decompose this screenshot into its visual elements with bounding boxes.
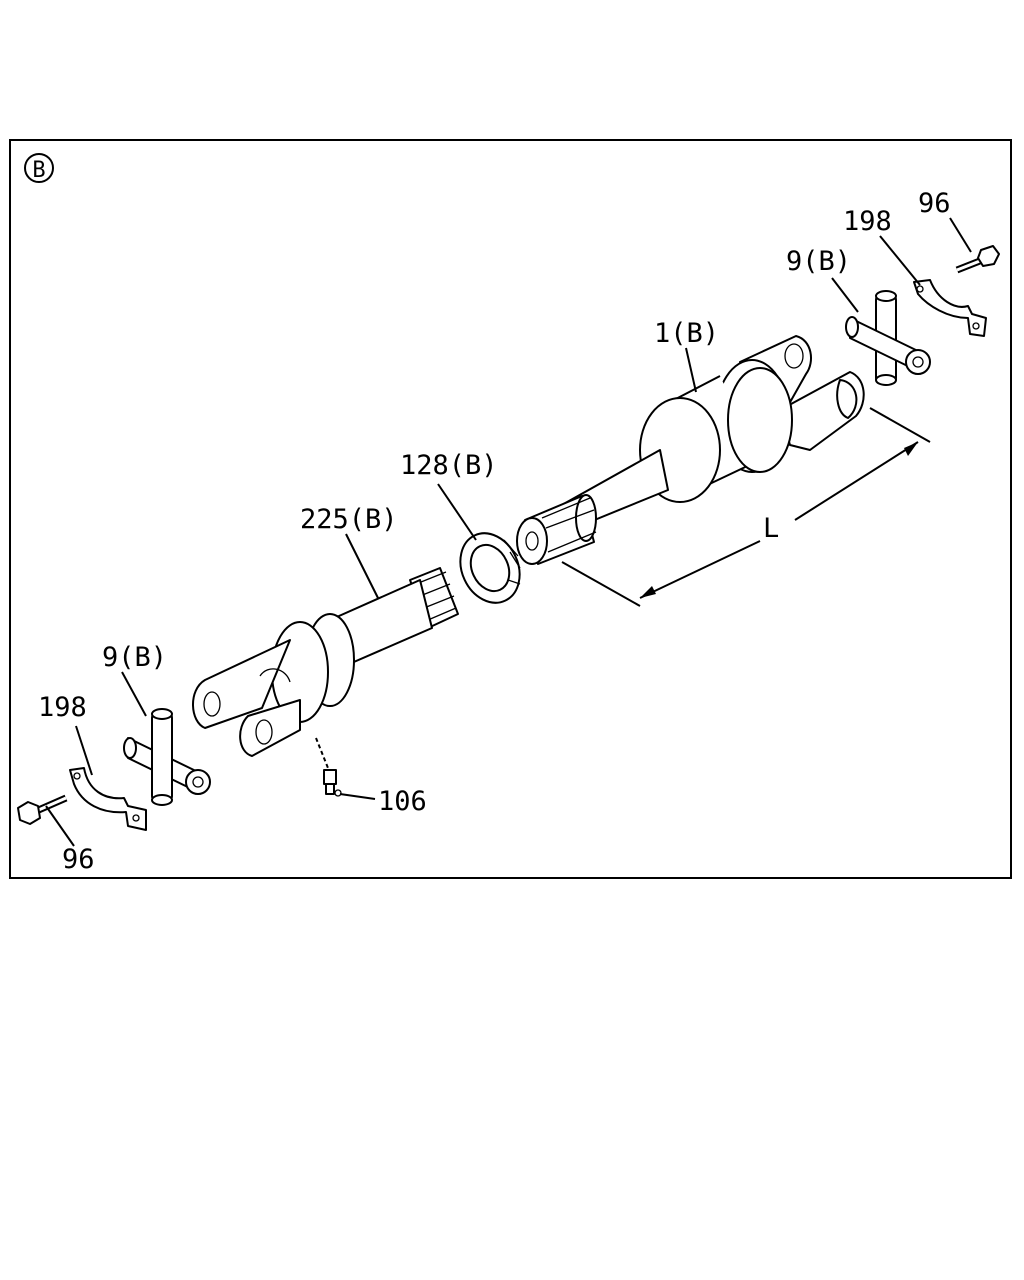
bracket-top	[913, 279, 987, 337]
leader-bracket-top	[879, 235, 921, 286]
view-marker-circle	[24, 153, 54, 183]
dimension-line-left	[639, 540, 761, 599]
bolt-bottom	[17, 794, 68, 825]
leader-bolt-top	[949, 217, 972, 253]
view-marker-letter: B	[32, 158, 45, 183]
bracket-bottom	[69, 767, 147, 831]
leader-ring	[437, 483, 477, 541]
label-bracket-bottom: 198	[38, 692, 87, 723]
universal-joint-top	[845, 290, 931, 386]
leader-joint-bottom	[121, 671, 147, 717]
bolt-top	[955, 245, 1000, 274]
view-marker: B	[24, 153, 54, 183]
diagram-frame	[9, 139, 1012, 879]
label-joint-top: 9(B)	[786, 246, 851, 277]
dimension-extension-left	[561, 561, 641, 607]
leader-bracket-bottom	[75, 725, 93, 776]
leader-bolt-bottom	[45, 805, 75, 847]
dimension-arrow-left	[640, 586, 656, 598]
dimension-line-right	[794, 441, 919, 521]
dimension-l: L	[561, 407, 931, 607]
label-bolt-top: 96	[918, 188, 951, 219]
dimension-extension-right	[869, 407, 931, 443]
universal-joint-bottom	[123, 708, 211, 806]
label-bolt-bottom: 96	[62, 844, 95, 875]
main-shaft	[516, 335, 865, 565]
dimension-arrow-right	[904, 442, 918, 456]
label-shaft-main: 1(B)	[654, 318, 719, 349]
leader-fitting-axis	[315, 737, 329, 769]
yoke-sleeve	[192, 567, 459, 757]
grease-fitting	[323, 769, 342, 797]
label-ring: 128(B)	[400, 450, 498, 481]
label-joint-bottom: 9(B)	[102, 642, 167, 673]
label-yoke-sleeve: 225(B)	[300, 504, 398, 535]
label-bracket-top: 198	[843, 206, 892, 237]
dust-ring	[459, 532, 521, 604]
leader-joint-top	[831, 277, 859, 313]
leader-fitting	[339, 793, 376, 800]
leader-yoke-sleeve	[345, 533, 379, 599]
label-grease-fitting: 106	[378, 786, 427, 817]
dimension-label: L	[763, 513, 779, 544]
leader-shaft-main	[685, 347, 697, 393]
